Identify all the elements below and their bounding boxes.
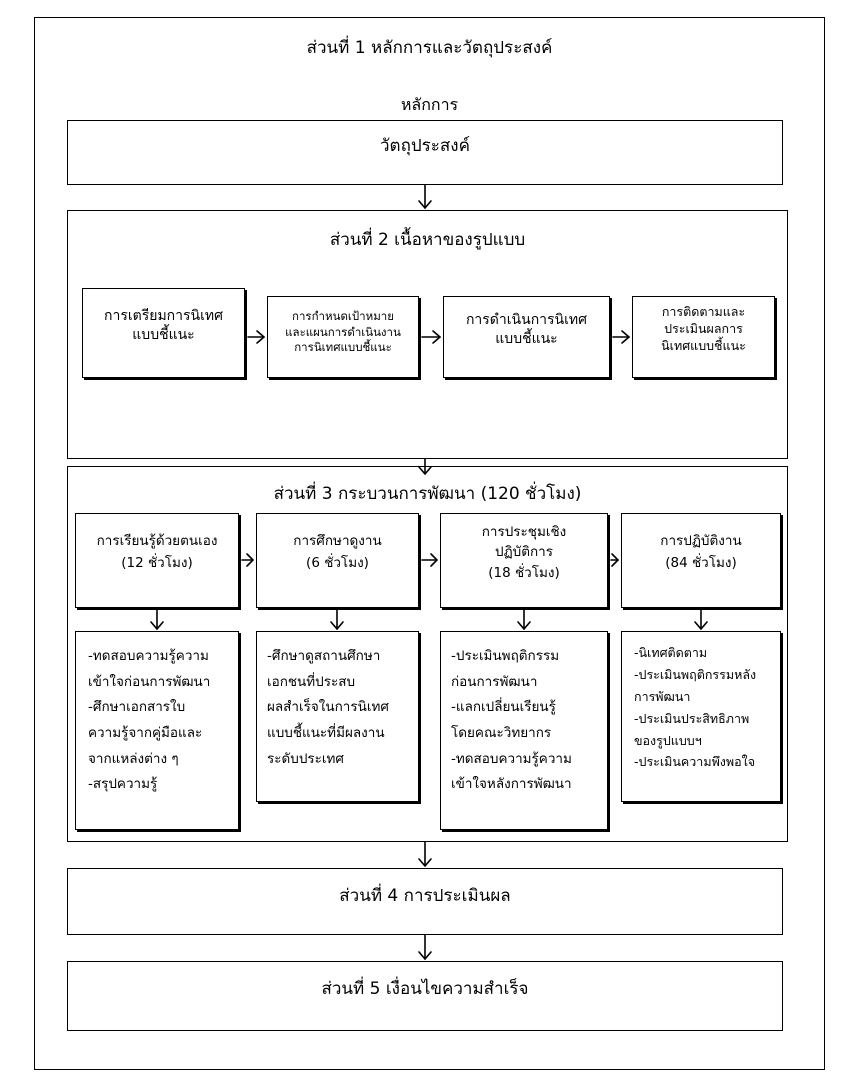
part3-stage-2-label: การศึกษาดูงาน(6 ชั่วโมง) xyxy=(293,533,382,572)
objective-label: วัตถุประสงค์ xyxy=(380,136,470,156)
part2-step-2: การกำหนดเป้าหมายและแผนการดำเนินงานการนิเ… xyxy=(267,296,419,378)
part3-detail-3: -ประเมินพฤติกรรมก่อนการพัฒนา -แลกเปลี่ยน… xyxy=(440,631,608,830)
part3-detail-2: -ศึกษาดูสถานศึกษาเอกชนที่ประสบ ผลสำเร็จใ… xyxy=(256,631,419,802)
part5-box: ส่วนที่ 5 เงื่อนไขความสำเร็จ xyxy=(67,961,783,1031)
part3-detail-4-text: -นิเทศติดตาม-ประเมินพฤติกรรมหลัง การพัฒน… xyxy=(634,645,757,770)
part3-stage-3-label: การประชุมเชิงปฏิบัติการ(18 ชั่วโมง) xyxy=(481,524,567,581)
part2-title: ส่วนที่ 2 เนื้อหาของรูปแบบ xyxy=(329,230,526,250)
part2-step-1-label: การเตรียมการนิเทศแบบชี้แนะ xyxy=(103,308,223,343)
part2-step-4: การติดตามและประเมินผลการนิเทศแบบชี้แนะ xyxy=(632,296,775,378)
part2-step-2-label: การกำหนดเป้าหมายและแผนการดำเนินงานการนิเ… xyxy=(285,309,401,355)
part3-detail-1: -ทดสอบความรู้ความเข้าใจก่อนการพัฒนา -ศึก… xyxy=(75,631,239,830)
part3-detail-2-text: -ศึกษาดูสถานศึกษาเอกชนที่ประสบ ผลสำเร็จใ… xyxy=(267,648,389,767)
part3-detail-4: -นิเทศติดตาม-ประเมินพฤติกรรมหลัง การพัฒน… xyxy=(621,631,781,802)
principle-label: หลักการ xyxy=(400,95,459,114)
part3-stage-3: การประชุมเชิงปฏิบัติการ(18 ชั่วโมง) xyxy=(440,513,608,608)
part5-title: ส่วนที่ 5 เงื่อนไขความสำเร็จ xyxy=(321,979,529,999)
part2-step-4-label: การติดตามและประเมินผลการนิเทศแบบชี้แนะ xyxy=(661,304,746,353)
part2-step-3-label: การดำเนินการนิเทศแบบชี้แนะ xyxy=(465,312,588,347)
objective-box: วัตถุประสงค์ xyxy=(67,120,783,185)
part3-stage-1-label: การเรียนรู้ด้วยตนเอง(12 ชั่วโมง) xyxy=(96,533,218,572)
part3-stage-1: การเรียนรู้ด้วยตนเอง(12 ชั่วโมง) xyxy=(75,513,239,608)
part3-detail-3-text: -ประเมินพฤติกรรมก่อนการพัฒนา -แลกเปลี่ยน… xyxy=(451,648,572,793)
part3-title: ส่วนที่ 3 กระบวนการพัฒนา (120 ชั่วโมง) xyxy=(273,484,582,504)
part3-stage-4-label: การปฏิบัติงาน(84 ชั่วโมง) xyxy=(660,533,742,572)
part1-title: ส่วนที่ 1 หลักการและวัตถุประสงค์ xyxy=(306,38,553,58)
part3-detail-1-text: -ทดสอบความรู้ความเข้าใจก่อนการพัฒนา -ศึก… xyxy=(88,648,211,793)
part2-step-1: การเตรียมการนิเทศแบบชี้แนะ xyxy=(82,288,245,378)
part4-title: ส่วนที่ 4 การประเมินผล xyxy=(339,886,511,906)
part2-step-3: การดำเนินการนิเทศแบบชี้แนะ xyxy=(443,296,610,378)
part4-box: ส่วนที่ 4 การประเมินผล xyxy=(67,868,783,935)
part3-stage-2: การศึกษาดูงาน(6 ชั่วโมง) xyxy=(256,513,419,608)
part3-stage-4: การปฏิบัติงาน(84 ชั่วโมง) xyxy=(621,513,781,608)
